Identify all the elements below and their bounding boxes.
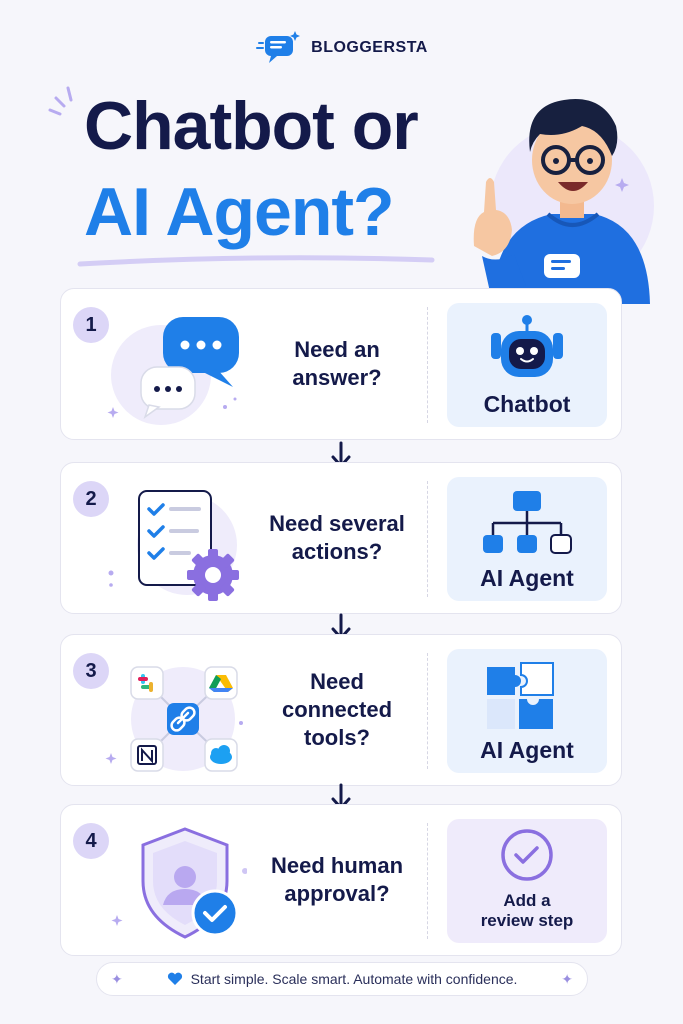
sparkle-icon: ✦ (561, 970, 573, 987)
step-card-3: 3 (60, 634, 622, 786)
step-question: Need connected tools? (281, 668, 393, 751)
title-line-2: AI Agent? (84, 174, 395, 250)
slack-icon (130, 666, 164, 700)
card-divider (427, 823, 428, 939)
chat-bubble-logo-icon (256, 31, 301, 63)
result-label: Chatbot (483, 391, 571, 417)
card-divider (427, 307, 428, 423)
title-line-1: Chatbot or (84, 88, 419, 164)
step-number: 4 (73, 823, 109, 859)
heart-icon (167, 972, 182, 985)
robot-icon (491, 315, 563, 377)
gear-icon (187, 549, 239, 601)
step-question: Need an answer? (292, 336, 382, 390)
mascot-illustration (473, 99, 654, 304)
connected-tools-icon (105, 666, 243, 772)
card-divider (427, 653, 428, 769)
title-underline (77, 255, 435, 267)
result-label: AI Agent (480, 565, 574, 591)
result-label: AI Agent (480, 737, 574, 763)
org-chart-icon (483, 491, 572, 554)
result-box: AI Agent (447, 649, 607, 773)
result-box: Add a review step (447, 819, 607, 943)
shield-user-icon (111, 827, 247, 939)
brand-header: BLOGGERSTA (0, 28, 683, 68)
step-card-4: 4 Need human approval? Add a review step (60, 804, 622, 956)
cloud-icon (204, 738, 238, 772)
check-circle-icon (501, 829, 553, 881)
chat-bubbles-icon (107, 317, 239, 425)
footer-banner: ✦ Start simple. Scale smart. Automate wi… (96, 962, 588, 996)
puzzle-icon (487, 662, 554, 729)
drive-icon (204, 666, 238, 700)
step-number: 3 (73, 653, 109, 689)
step-question: Need human approval? (270, 852, 404, 906)
card-divider (427, 481, 428, 597)
checklist-gear-icon (108, 490, 239, 601)
spark-lines-icon (48, 86, 73, 116)
link-icon (167, 703, 199, 735)
notion-icon (130, 738, 164, 772)
footer-text: Start simple. Scale smart. Automate with… (190, 971, 518, 987)
brand-name: BLOGGERSTA (311, 39, 428, 56)
step-question: Need several actions? (269, 510, 405, 564)
step-number: 1 (73, 307, 109, 343)
result-box: Chatbot (447, 303, 607, 427)
result-box: AI Agent (447, 477, 607, 601)
step-card-2: 2 Need several actions? (60, 462, 622, 614)
sparkle-icon: ✦ (111, 970, 123, 987)
result-label: Add a review step (480, 891, 574, 930)
step-card-1: 1 Need an answer? Chatbot (60, 288, 622, 440)
step-number: 2 (73, 481, 109, 517)
